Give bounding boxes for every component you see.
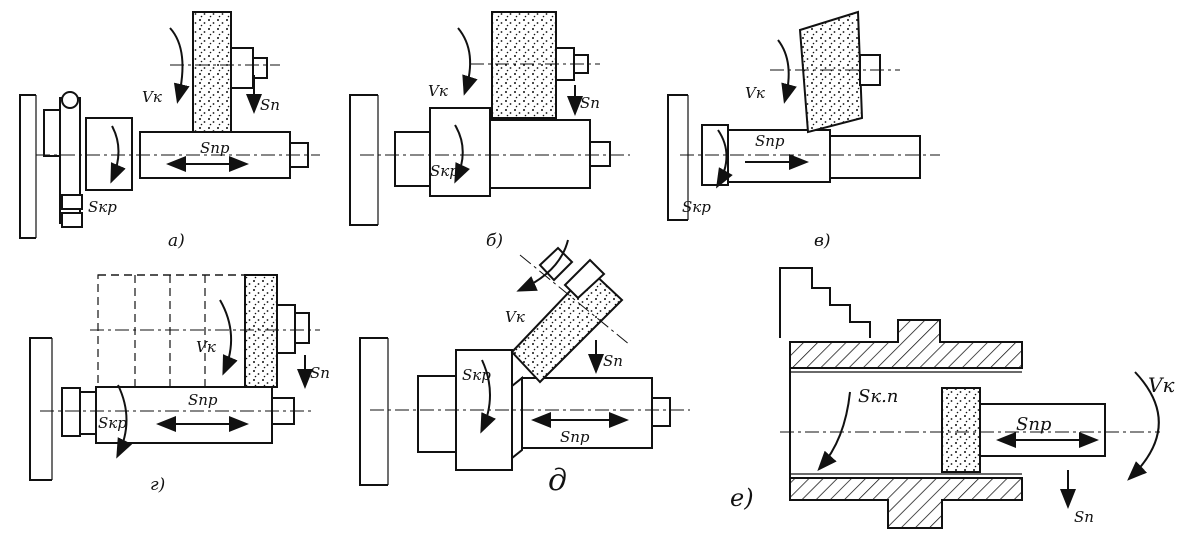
caption-g: г) (150, 475, 165, 495)
label-sn-a: Sп (260, 96, 280, 114)
figure-e: Vк Sк.п Sпр Sп е) (730, 267, 1174, 529)
label-skr-a: Sкр (88, 198, 117, 216)
label-spr-a: Sпр (200, 139, 230, 157)
label-skr-g: Sкр (98, 414, 127, 432)
label-sn-g: Sп (310, 364, 330, 382)
label-skr-d: Sкр (462, 366, 491, 384)
figure-a: Vк Sп Sпр Sкр а) (19, 11, 320, 251)
label-spr-d: Sпр (560, 428, 590, 446)
label-skp-e: Sк.п (858, 386, 898, 407)
label-spr-g: Sпр (188, 391, 218, 409)
figure-d: Vк Sп Sкр Sпр д (359, 239, 690, 498)
label-sn-e: Sп (1074, 508, 1094, 526)
label-skr-b: Sкр (430, 162, 459, 180)
label-vk-g: Vк (196, 338, 216, 356)
figure-g: Vк Sп Sпр Sкр г) (29, 274, 330, 495)
caption-a: а) (168, 231, 185, 251)
caption-e: е) (730, 484, 754, 512)
figure-v: Vк Sпр Sкр в) (667, 10, 940, 251)
caption-v: в) (814, 231, 831, 251)
label-spr-e: Sпр (1016, 414, 1052, 435)
label-skr-v: Sкр (682, 198, 711, 216)
label-vk-b: Vк (428, 82, 448, 100)
label-vk-e: Vк (1148, 373, 1174, 397)
caption-d: д (548, 463, 567, 498)
label-sn-b: Sп (580, 94, 600, 112)
label-vk-a: Vк (142, 88, 162, 106)
figure-b: Vк Sп Sкр б) (349, 11, 630, 251)
caption-b: б) (486, 231, 503, 251)
label-spr-v: Sпр (755, 132, 785, 150)
label-sn-d: Sп (603, 352, 623, 370)
label-vk-d: Vк (505, 308, 525, 326)
label-vk-v: Vк (745, 84, 765, 102)
